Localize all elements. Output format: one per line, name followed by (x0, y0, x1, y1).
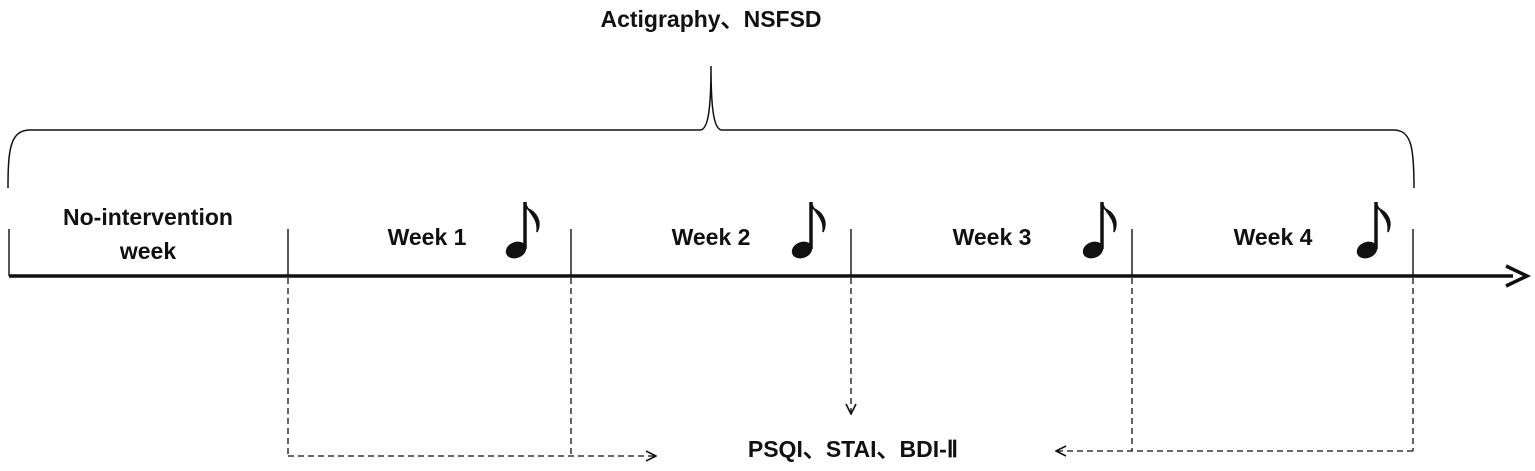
period-ticks (8, 229, 1414, 276)
period-label-0-line1: No-intervention (63, 204, 233, 230)
timeline-arrowhead (1505, 264, 1532, 288)
top-label: Actigraphy、NSFSD (600, 6, 821, 32)
period-label-2: Week 2 (672, 224, 751, 250)
eighth-note-icon (791, 201, 826, 259)
period-label-0-line2: week (119, 238, 176, 264)
period-label-3: Week 3 (953, 224, 1032, 250)
curly-brace (7, 65, 1415, 189)
period-label-1: Week 1 (388, 224, 467, 250)
eighth-note-icon (505, 201, 540, 259)
bottom-label: PSQI、STAI、BDI-Ⅱ (748, 436, 958, 462)
eighth-note-icon (1356, 201, 1391, 259)
period-label-4: Week 4 (1234, 224, 1313, 250)
eighth-note-icon (1082, 201, 1117, 259)
